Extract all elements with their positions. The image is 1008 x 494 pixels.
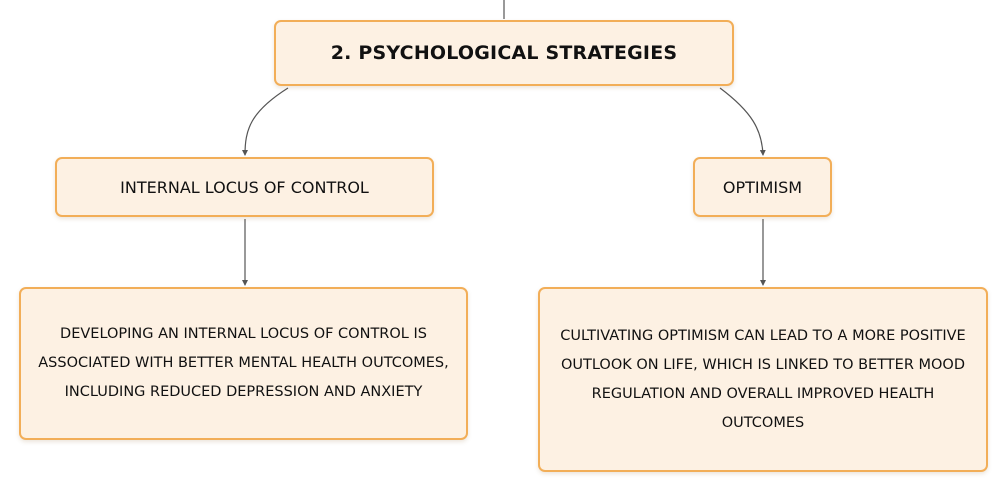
leaf-node-internal-locus-description[interactable]: DEVELOPING AN INTERNAL LOCUS OF CONTROL … (19, 287, 468, 440)
branch-node-internal-locus-of-control[interactable]: INTERNAL LOCUS OF CONTROL (55, 157, 434, 217)
connector-root-to-locus (242, 87, 289, 156)
branch-node-label: OPTIMISM (722, 177, 803, 197)
root-node-label: 2. PSYCHOLOGICAL STRATEGIES (330, 42, 678, 64)
leaf-node-optimism-description[interactable]: CULTIVATING OPTIMISM CAN LEAD TO A MORE … (538, 287, 988, 472)
leaf-node-text: DEVELOPING AN INTERNAL LOCUS OF CONTROL … (38, 326, 449, 400)
branch-node-label: INTERNAL LOCUS OF CONTROL (120, 177, 369, 197)
branch-node-optimism[interactable]: OPTIMISM (693, 157, 832, 217)
leaf-node-text: CULTIVATING OPTIMISM CAN LEAD TO A MORE … (560, 327, 966, 431)
connector-root-to-optimism (719, 87, 766, 156)
root-node[interactable]: 2. PSYCHOLOGICAL STRATEGIES (274, 20, 734, 86)
